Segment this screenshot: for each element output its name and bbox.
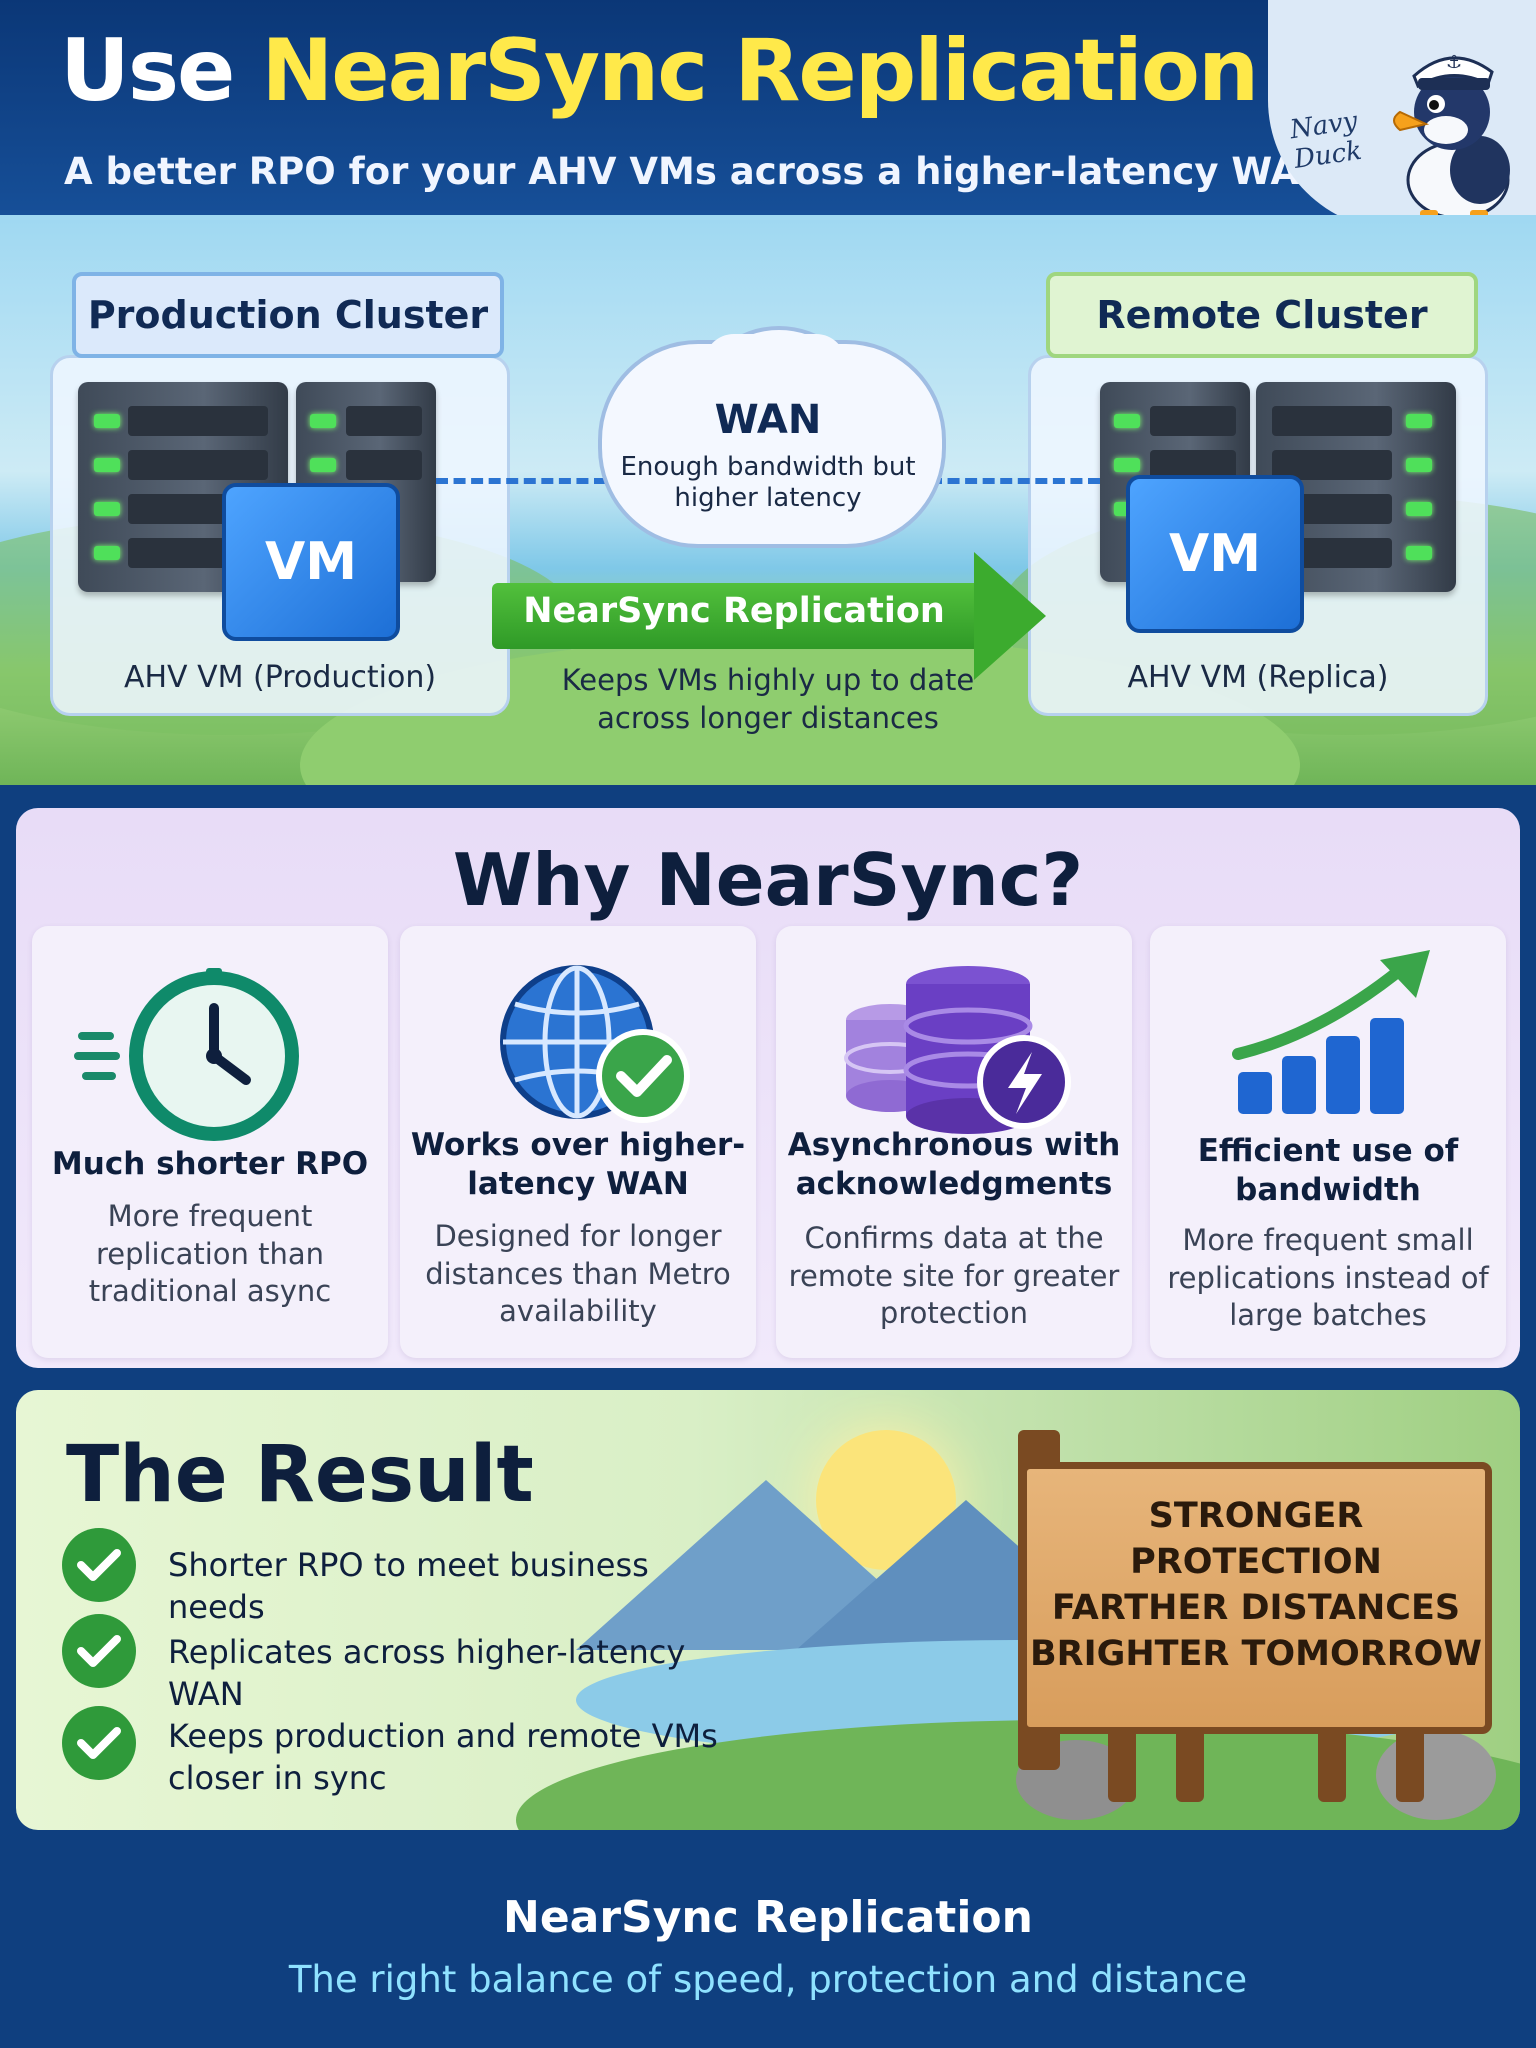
wan-link-left [436, 478, 606, 484]
replication-arrow-label: NearSync Replication [523, 591, 945, 631]
benefit-title-rpo: Much shorter RPO [51, 1146, 369, 1182]
sign-line: BRIGHTER TOMORROW [1029, 1634, 1483, 1674]
result-item: Replicates across higher-latency WAN [168, 1633, 686, 1713]
production-vm-icon: VM [222, 483, 400, 641]
page-subtitle: A better RPO for your AHV VMs across a h… [64, 150, 1331, 193]
why-heading: Why NearSync? [452, 838, 1084, 922]
replication-description: Keeps VMs highly up to date across longe… [561, 663, 975, 735]
benefit-desc-async: Confirms data at the remote site for gre… [788, 1221, 1120, 1331]
result-heading: The Result [66, 1430, 534, 1520]
replication-arrow [492, 583, 976, 649]
benefit-desc-wan: Designed for longer distances than Metro… [425, 1219, 731, 1329]
result-item: Keeps production and remote VMs closer i… [168, 1717, 718, 1797]
svg-text:⚓: ⚓ [1446, 52, 1462, 73]
result-item: Shorter RPO to meet business needs [168, 1546, 649, 1626]
check-icon [62, 1528, 136, 1602]
production-cluster-title: Production Cluster [72, 272, 504, 358]
remote-cluster-title: Remote Cluster [1046, 272, 1478, 358]
mascot-label: Navy Duck [1288, 106, 1364, 175]
sign-line: FARTHER DISTANCES [1051, 1588, 1461, 1628]
production-vm-caption: AHV VM (Production) [123, 660, 437, 695]
sign-line: STRONGER [1148, 1496, 1364, 1536]
wan-title: WAN [714, 397, 822, 443]
benefit-title-async: Asynchronous with acknowledgments [787, 1127, 1121, 1202]
database-bolt-icon [844, 966, 1071, 1134]
wan-description: Enough bandwidth but higher latency [620, 452, 916, 514]
bar-chart-arrow-icon [1232, 950, 1430, 1114]
clock-icon [74, 968, 299, 1141]
sign-line: PROTECTION [1130, 1542, 1382, 1582]
benefit-title-bandwidth: Efficient use of bandwidth [1197, 1133, 1459, 1208]
rock-icon-2 [1376, 1730, 1496, 1820]
footer-tagline: The right balance of speed, protection a… [288, 1958, 1248, 2001]
title-use: Use [60, 21, 235, 121]
check-icon [62, 1706, 136, 1780]
navy-duck-mascot-icon: ⚓ [1393, 52, 1510, 220]
replication-arrow-head [974, 552, 1046, 680]
page-title: Use NearSync Replication [60, 28, 1259, 114]
benefit-desc-rpo: More frequent replication than tradition… [88, 1199, 332, 1309]
benefit-desc-bandwidth: More frequent small replications instead… [1167, 1223, 1489, 1333]
footer-title: NearSync Replication [503, 1892, 1033, 1943]
check-icon [62, 1614, 136, 1688]
wan-link-right [930, 478, 1100, 484]
title-nearsync: NearSync Replication [261, 21, 1259, 121]
benefit-title-wan: Works over higher-latency WAN [410, 1127, 746, 1202]
remote-vm-icon: VM [1126, 475, 1304, 633]
wooden-sign [1020, 1462, 1492, 1734]
benefit-card-bandwidth [1150, 926, 1506, 1358]
globe-check-icon [500, 965, 690, 1123]
remote-vm-caption: AHV VM (Replica) [1127, 660, 1389, 695]
